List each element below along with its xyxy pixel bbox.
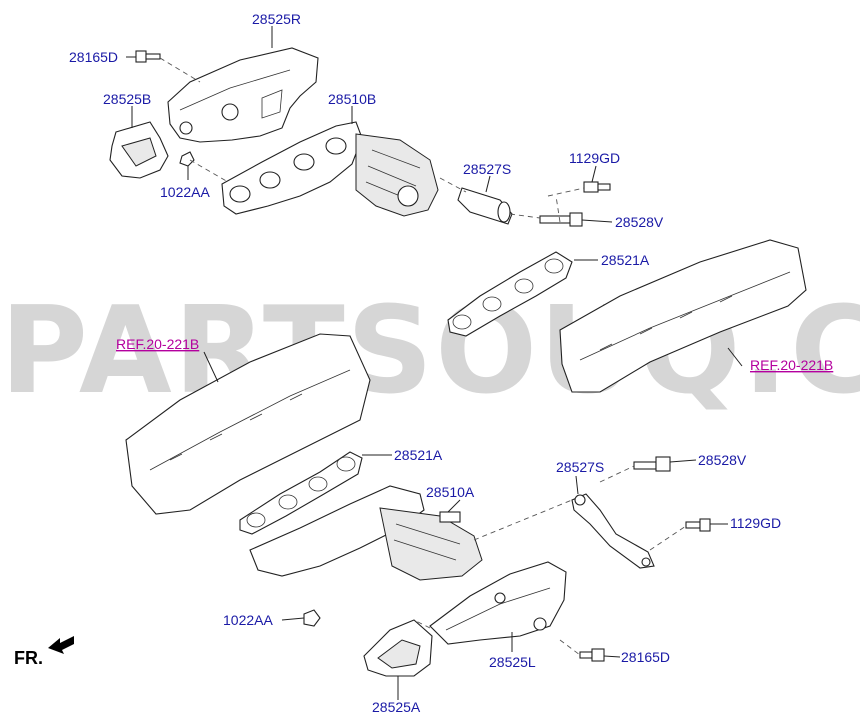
manifold-gasket-28521a-lower[interactable] (239, 451, 363, 535)
bolt-28165d-upper[interactable] (135, 50, 161, 63)
bolt-28165d-lower[interactable] (579, 648, 605, 662)
heat-shield-lower-left-upper[interactable] (109, 121, 169, 179)
assembly-lines (159, 57, 687, 656)
heat-shield-lower-left[interactable] (363, 619, 433, 677)
label-28521a-bottom[interactable]: 28521A (394, 447, 443, 463)
stud-bolt-28528v-upper[interactable] (539, 212, 583, 227)
label-28165d-top[interactable]: 28165D (69, 49, 118, 65)
front-direction-arrow-icon (48, 636, 74, 654)
label-28165d-bottom[interactable]: 28165D (621, 649, 670, 665)
label-1129gd-bottom[interactable]: 1129GD (730, 515, 781, 531)
label-1129gd-top[interactable]: 1129GD (569, 150, 620, 166)
ref-label-left[interactable]: REF.20-221B (116, 336, 199, 352)
label-28525b[interactable]: 28525B (103, 91, 151, 107)
label-28528v-bottom[interactable]: 28528V (698, 452, 747, 468)
gasket-ring-28527s-upper[interactable] (457, 187, 513, 225)
label-1022aa-bottom[interactable]: 1022AA (223, 612, 273, 628)
label-28525r-top[interactable]: 28525R (252, 11, 301, 27)
leader-lines (126, 26, 743, 700)
cylinder-head-left[interactable] (125, 333, 371, 515)
manifold-gasket-28521a-upper[interactable] (447, 251, 573, 337)
label-28525a[interactable]: 28525A (372, 699, 421, 715)
bolt-1129gd-lower[interactable] (685, 518, 711, 532)
ref-label-right[interactable]: REF.20-221B (750, 357, 833, 373)
label-28527s-top[interactable]: 28527S (463, 161, 511, 177)
bolt-1129gd-upper[interactable] (583, 181, 611, 193)
cylinder-head-right[interactable] (559, 239, 807, 393)
label-28521a-top[interactable]: 28521A (601, 252, 650, 268)
exhaust-manifold-28510a[interactable] (249, 485, 483, 581)
heat-shield-lower-right[interactable] (429, 561, 567, 645)
label-28510a[interactable]: 28510A (426, 484, 475, 500)
label-28525l[interactable]: 28525L (489, 654, 536, 670)
support-bracket-28527s-lower[interactable] (571, 493, 655, 569)
label-28510b[interactable]: 28510B (328, 91, 376, 107)
nut-1022aa-lower[interactable] (303, 609, 321, 627)
label-28528v-top[interactable]: 28528V (615, 214, 664, 230)
label-1022aa-top[interactable]: 1022AA (160, 184, 210, 200)
heat-shield-upper-right[interactable] (167, 47, 319, 143)
nut-1022aa-upper[interactable] (179, 151, 195, 167)
label-28527s-bottom[interactable]: 28527S (556, 459, 604, 475)
exhaust-manifold-28510b[interactable] (221, 121, 439, 217)
front-direction-label: FR. (14, 648, 43, 668)
stud-bolt-28528v-lower[interactable] (633, 456, 671, 472)
